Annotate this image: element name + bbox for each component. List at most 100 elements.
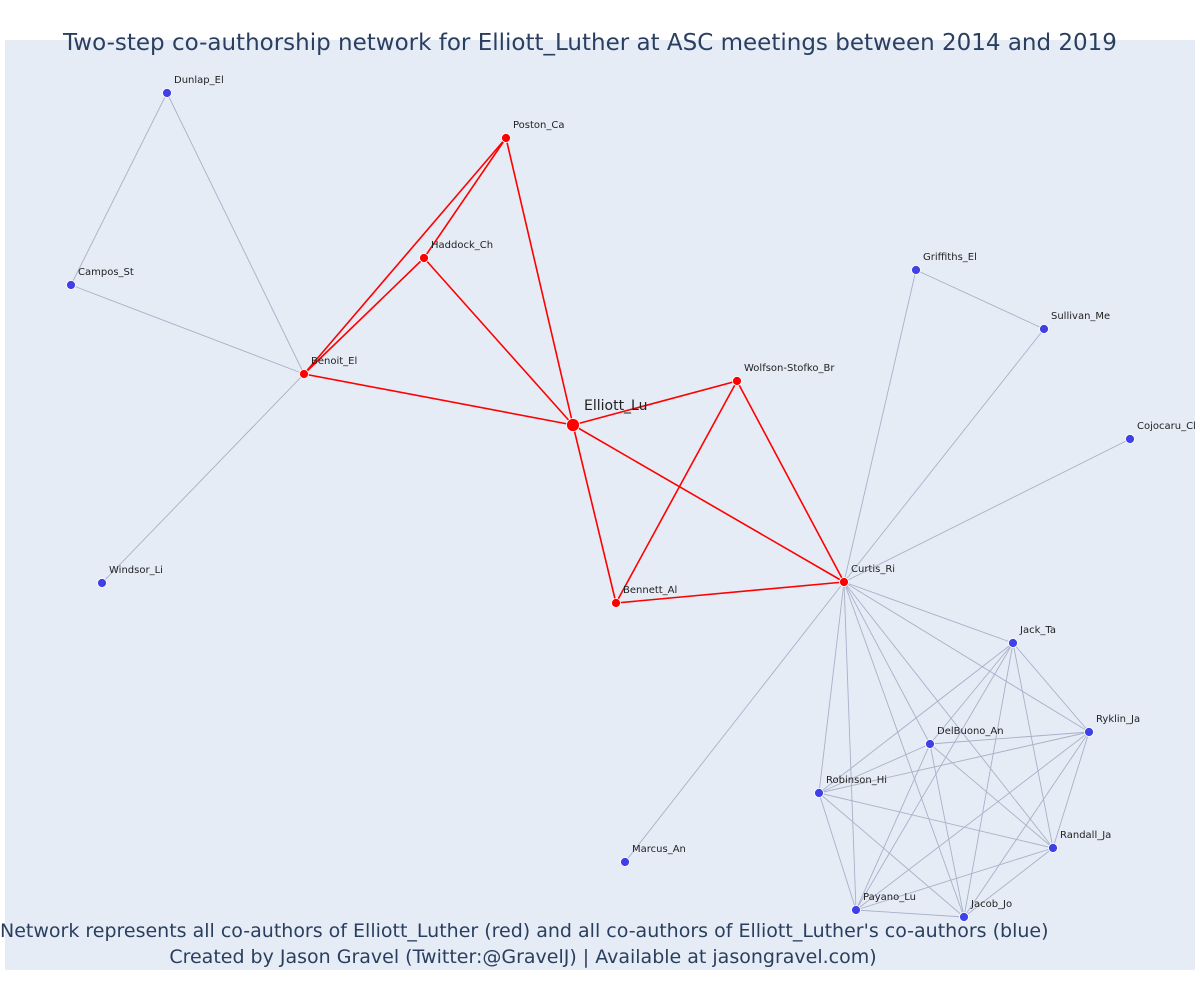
node-delbuono-an[interactable]	[925, 739, 935, 749]
node-wolfson-stofko-br[interactable]	[732, 376, 742, 386]
edge-randall-ja-jacob-jo	[963, 847, 1054, 918]
edge-cojocaru-cl-curtis-ri	[843, 438, 1131, 583]
edge-delbuono-an-robinson-hi	[818, 743, 931, 794]
edge-wolfson-stofko-br-bennett-al	[615, 380, 738, 604]
label-jacob-jo: Jacob_Jo	[970, 899, 1012, 910]
edge-elliott-lu-poston-ca	[505, 137, 574, 426]
edge-dunlap-el-benoit-el	[166, 92, 305, 375]
node-dunlap-el[interactable]	[162, 88, 172, 98]
label-windsor-li: Windsor_Li	[109, 565, 163, 576]
node-randall-ja[interactable]	[1048, 843, 1058, 853]
edge-elliott-lu-haddock-ch	[423, 257, 574, 426]
node-payano-lu[interactable]	[851, 905, 861, 915]
node-haddock-ch[interactable]	[419, 253, 429, 263]
edge-bennett-al-curtis-ri	[615, 581, 845, 604]
edge-robinson-hi-jacob-jo	[818, 792, 965, 918]
edge-jack-ta-randall-ja	[1012, 642, 1054, 849]
label-elliott-lu: Elliott_Lu	[584, 398, 648, 414]
node-windsor-li[interactable]	[97, 578, 107, 588]
edge-sullivan-me-curtis-ri	[843, 328, 1045, 583]
edge-ryklin-ja-jacob-jo	[963, 731, 1090, 918]
edge-ryklin-ja-payano-lu	[855, 731, 1090, 911]
edge-griffiths-el-sullivan-me	[915, 269, 1045, 330]
footer-line-1: Network represents all co-authors of Ell…	[0, 920, 1049, 942]
node-curtis-ri[interactable]	[839, 577, 849, 587]
edge-jack-ta-robinson-hi	[818, 642, 1014, 794]
node-robinson-hi[interactable]	[814, 788, 824, 798]
node-campos-st[interactable]	[66, 280, 76, 290]
label-randall-ja: Randall_Ja	[1060, 830, 1111, 841]
label-dunlap-el: Dunlap_El	[174, 75, 224, 86]
label-wolfson-stofko-br: Wolfson-Stofko_Br	[744, 363, 835, 374]
label-poston-ca: Poston_Ca	[513, 120, 565, 131]
node-jacob-jo[interactable]	[959, 912, 969, 922]
nodes-layer	[66, 88, 1135, 922]
node-poston-ca[interactable]	[501, 133, 511, 143]
labels-layer: Elliott_Lu Poston_CaHaddock_ChBenoit_ElWo…	[78, 75, 1196, 910]
node-jack-ta[interactable]	[1008, 638, 1018, 648]
chart-title: Two-step co-authorship network for Ellio…	[63, 30, 1117, 56]
node-benoit-el[interactable]	[299, 369, 309, 379]
edge-curtis-ri-jack-ta	[843, 581, 1014, 644]
edge-curtis-ri-marcus-an	[624, 581, 845, 863]
edge-jack-ta-payano-lu	[855, 642, 1014, 911]
edge-campos-st-benoit-el	[70, 284, 305, 375]
label-curtis-ri: Curtis_Ri	[851, 564, 895, 575]
label-delbuono-an: DelBuono_An	[937, 726, 1004, 737]
footer-line-2: Created by Jason Gravel (Twitter:@Gravel…	[169, 946, 877, 968]
edge-randall-ja-payano-lu	[855, 847, 1054, 911]
node-sullivan-me[interactable]	[1039, 324, 1049, 334]
label-ryklin-ja: Ryklin_Ja	[1096, 714, 1140, 725]
edge-curtis-ri-delbuono-an	[843, 581, 931, 745]
label-cojocaru-cl: Cojocaru_Cl	[1137, 421, 1196, 432]
edge-curtis-ri-jacob-jo	[843, 581, 965, 918]
label-jack-ta: Jack_Ta	[1019, 625, 1056, 636]
chart-footer: Network represents all co-authors of Ell…	[0, 918, 1049, 970]
node-bennett-al[interactable]	[611, 598, 621, 608]
label-campos-st: Campos_St	[78, 267, 134, 278]
node-cojocaru-cl[interactable]	[1125, 434, 1135, 444]
label-robinson-hi: Robinson_Hi	[826, 775, 887, 786]
edge-poston-ca-haddock-ch	[423, 137, 507, 259]
edge-delbuono-an-payano-lu	[855, 743, 931, 911]
edge-griffiths-el-curtis-ri	[843, 269, 917, 583]
edge-poston-ca-benoit-el	[303, 137, 507, 375]
label-payano-lu: Payano_Lu	[863, 892, 916, 903]
edge-robinson-hi-payano-lu	[818, 792, 857, 911]
node-elliott-lu[interactable]	[566, 418, 580, 432]
edge-jack-ta-jacob-jo	[963, 642, 1014, 918]
edge-jack-ta-ryklin-ja	[1012, 642, 1090, 733]
edge-curtis-ri-randall-ja	[843, 581, 1054, 849]
edge-payano-lu-jacob-jo	[855, 909, 965, 918]
edge-ryklin-ja-robinson-hi	[818, 731, 1090, 794]
plot-area	[5, 40, 1195, 970]
edge-elliott-lu-wolfson-stofko-br	[572, 380, 738, 426]
edge-curtis-ri-ryklin-ja	[843, 581, 1090, 733]
edge-curtis-ri-payano-lu	[843, 581, 857, 911]
label-marcus-an: Marcus_An	[632, 844, 686, 855]
edge-wolfson-stofko-br-curtis-ri	[736, 380, 845, 583]
edge-robinson-hi-randall-ja	[818, 792, 1054, 849]
edges-layer	[70, 92, 1131, 918]
edge-benoit-el-windsor-li	[101, 373, 305, 584]
node-griffiths-el[interactable]	[911, 265, 921, 275]
edge-ryklin-ja-delbuono-an	[929, 731, 1090, 745]
edge-elliott-lu-benoit-el	[303, 373, 574, 426]
label-griffiths-el: Griffiths_El	[923, 252, 977, 263]
edge-dunlap-el-campos-st	[70, 92, 168, 286]
edge-curtis-ri-robinson-hi	[818, 581, 845, 794]
edge-elliott-lu-curtis-ri	[572, 424, 845, 583]
label-benoit-el: Benoit_El	[311, 356, 357, 367]
label-haddock-ch: Haddock_Ch	[431, 240, 493, 251]
node-marcus-an[interactable]	[620, 857, 630, 867]
label-sullivan-me: Sullivan_Me	[1051, 311, 1110, 322]
node-ryklin-ja[interactable]	[1084, 727, 1094, 737]
edge-ryklin-ja-randall-ja	[1052, 731, 1090, 849]
label-bennett-al: Bennett_Al	[623, 585, 677, 596]
edge-delbuono-an-randall-ja	[929, 743, 1054, 849]
edge-jack-ta-delbuono-an	[929, 642, 1014, 745]
edge-elliott-lu-bennett-al	[572, 424, 617, 604]
edge-delbuono-an-jacob-jo	[929, 743, 965, 918]
edge-haddock-ch-benoit-el	[303, 257, 425, 375]
